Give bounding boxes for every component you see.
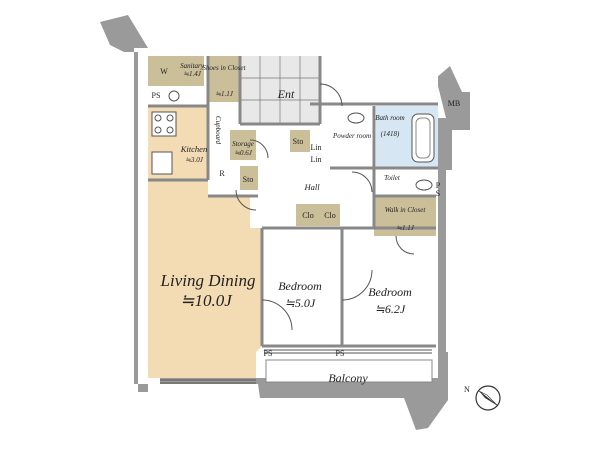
lin-tag-2: Lin bbox=[310, 155, 321, 164]
living-dining-floor bbox=[148, 180, 262, 378]
clo-floor bbox=[296, 204, 340, 226]
sanitary-name: Sanitary bbox=[180, 62, 205, 70]
sto-tag-small: Sto bbox=[243, 175, 254, 184]
powder-name: Powder room bbox=[332, 132, 371, 140]
bedroom2-name: Bedroom bbox=[368, 285, 412, 299]
living-dining-size: ≒10.0J bbox=[180, 291, 233, 310]
sto-tag-hall: Sto bbox=[293, 137, 304, 146]
kitchen-name: Kitchen bbox=[180, 144, 207, 154]
walk-in-closet-size: ≒1.1J bbox=[396, 224, 415, 232]
storage-name: Storage bbox=[232, 140, 254, 148]
bedroom2-size: ≒6.2J bbox=[375, 302, 406, 316]
washbasin-icon bbox=[347, 112, 365, 124]
cupboard-name: Cupboard bbox=[214, 116, 222, 145]
storage-size: ≒0.6J bbox=[234, 149, 253, 157]
kitchen-size: ≒3.0J bbox=[185, 156, 204, 164]
ps-tag-bed2: PS bbox=[336, 349, 345, 358]
hall-name: Hall bbox=[303, 182, 320, 192]
bedroom1-name: Bedroom bbox=[278, 279, 322, 293]
interior-walls bbox=[148, 56, 438, 348]
washer-icon bbox=[168, 90, 180, 102]
toilet-icon bbox=[415, 179, 433, 191]
ps-tag-bed1: PS bbox=[264, 349, 273, 358]
r-tag: R bbox=[219, 169, 225, 178]
windows bbox=[160, 349, 432, 384]
sto-hall-floor bbox=[290, 130, 310, 152]
lin-tag-1: Lin bbox=[310, 143, 321, 152]
compass-icon: N bbox=[464, 385, 501, 411]
shoes-closet-name: Shoes in Closet bbox=[202, 64, 246, 72]
kitchen-fixtures bbox=[151, 111, 177, 175]
doors bbox=[235, 83, 415, 331]
exterior-walls bbox=[100, 15, 470, 430]
bedroom1-floor bbox=[262, 228, 342, 346]
mb-tag: MB bbox=[448, 99, 460, 108]
storage-floor bbox=[230, 130, 256, 160]
p-tag: P bbox=[436, 181, 441, 190]
bedroom2-floor bbox=[342, 228, 436, 346]
entrance-tile-grid bbox=[240, 56, 320, 124]
w-tag: W bbox=[160, 67, 168, 76]
compass-label: N bbox=[464, 385, 470, 394]
s-tag: S bbox=[436, 189, 440, 198]
balcony-name: Balcony bbox=[328, 371, 368, 385]
ps-tag-sanitary: PS bbox=[152, 91, 161, 100]
bath-name: Bath room bbox=[375, 114, 405, 122]
sto-small-floor bbox=[240, 166, 258, 190]
walk-in-closet-name: Walk in Closet bbox=[385, 206, 427, 214]
living-dining-name: Living Dining bbox=[160, 271, 256, 290]
bath-size: (1418) bbox=[381, 130, 400, 138]
shoes-closet-size: ≒1.1J bbox=[215, 90, 234, 98]
balcony-floor bbox=[265, 359, 433, 383]
shoes-closet-floor bbox=[208, 56, 240, 102]
bathtub-icon bbox=[411, 113, 435, 163]
entrance-name: Ent bbox=[277, 87, 295, 101]
toilet-name: Toilet bbox=[384, 174, 401, 182]
clo-tag-2: Clo bbox=[324, 211, 336, 220]
sanitary-closet bbox=[148, 56, 204, 86]
clo-tag-1: Clo bbox=[302, 211, 314, 220]
sanitary-size: ≒1.4J bbox=[183, 70, 202, 78]
bedroom1-size: ≒5.0J bbox=[285, 296, 316, 310]
